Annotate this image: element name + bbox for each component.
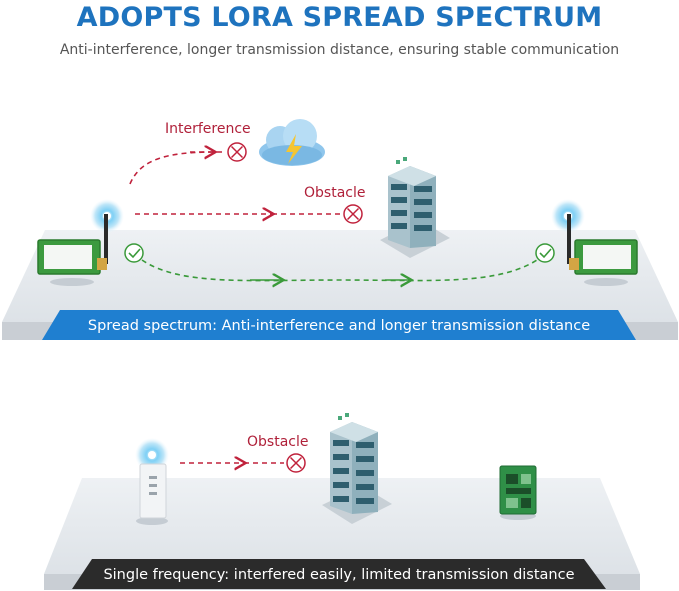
interference-blocked-icon	[227, 142, 247, 162]
left-check-icon	[124, 243, 144, 263]
interference-label: Interference	[165, 121, 251, 137]
top-floor	[2, 230, 678, 322]
interference-path	[129, 152, 214, 185]
right-check-icon	[535, 243, 555, 263]
bottom-obstacle-blocked-icon	[286, 453, 306, 473]
bottom-obstacle-label: Obstacle	[247, 434, 308, 450]
top-banner	[42, 310, 636, 340]
top-obstacle-label: Obstacle	[304, 185, 365, 201]
top-obstacle-blocked-icon	[343, 204, 363, 224]
page-subtitle: Anti-interference, longer transmission d…	[59, 42, 620, 58]
top-building-icon	[380, 157, 450, 258]
bottom-lora-module	[499, 465, 537, 520]
top-banner-text: Spread spectrum: Anti-interference and l…	[88, 318, 590, 334]
bottom-floor	[44, 478, 640, 574]
right-lora-module	[551, 199, 638, 286]
top-panel: Spread spectrum: Anti-interference and l…	[2, 119, 678, 340]
bottom-banner-text: Single frequency: interfered easily, lim…	[103, 567, 574, 583]
cloud-lightning-icon	[259, 119, 325, 166]
bottom-building-icon	[322, 413, 392, 524]
single-frequency-device-icon	[135, 438, 169, 525]
bottom-banner	[72, 559, 606, 589]
spread-spectrum-path	[141, 257, 541, 282]
page-title: ADOPTS LORA SPREAD SPECTRUM	[76, 2, 603, 33]
bottom-panel: Single frequency: interfered easily, lim…	[44, 413, 640, 590]
left-lora-module	[37, 199, 124, 286]
